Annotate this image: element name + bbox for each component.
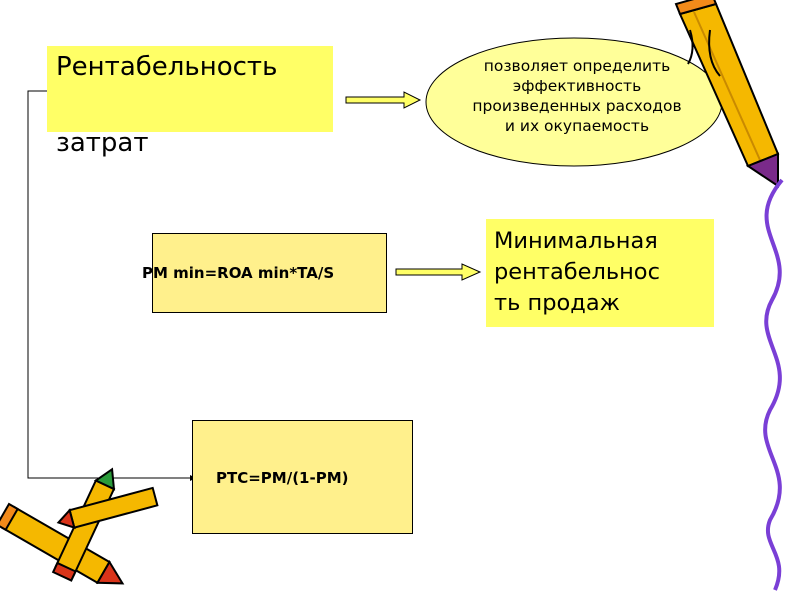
result-box	[486, 219, 714, 327]
result-line: ть продаж	[494, 290, 620, 316]
result-line: Минимальная	[494, 228, 658, 254]
concept-highlight-box	[47, 46, 333, 132]
formula-ptc: PTC=PM/(1-PM)	[216, 469, 349, 487]
description-line: произведенных расходов	[472, 97, 682, 115]
description-line: и их окупаемость	[504, 117, 650, 135]
squiggle-decoration	[763, 178, 784, 591]
formula-pm-min: PM min=ROA min*TA/S	[142, 264, 335, 282]
result-text: Минимальная рентабельнос ть продаж	[494, 226, 660, 319]
arrow-to-result	[395, 263, 482, 281]
formula-box-pm-min	[152, 233, 387, 313]
crayons-icon	[0, 467, 159, 585]
description-line: эффективность	[512, 77, 642, 95]
pencil-icon	[674, 0, 780, 188]
result-line: рентабельнос	[494, 259, 660, 285]
arrow-to-description	[345, 91, 422, 109]
formula-box-ptc	[192, 420, 413, 534]
concept-title-continued: затрат	[56, 128, 149, 158]
description-line: позволяет определить	[483, 57, 671, 75]
concept-title: Рентабельность	[56, 52, 278, 82]
description-text: позволяет определить эффективность произ…	[432, 56, 722, 136]
